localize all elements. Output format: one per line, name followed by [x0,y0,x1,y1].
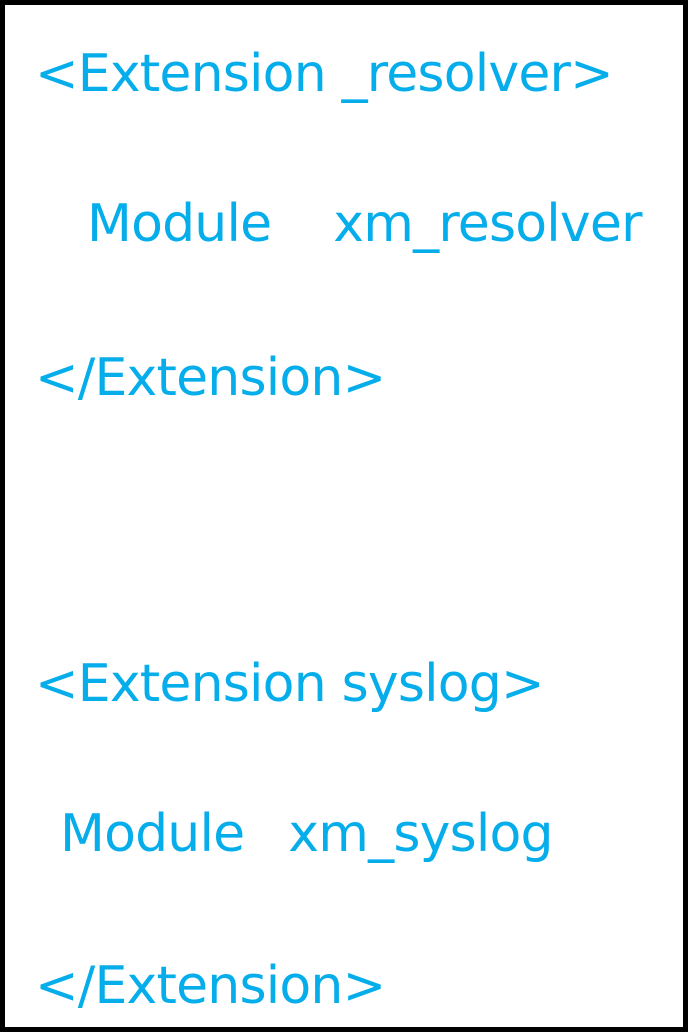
code-line-close-tag-syslog: </Extension> [35,956,386,1016]
directive-value-resolver: xm_resolver [333,194,642,254]
directive-keyword-resolver: Module [87,194,272,254]
directive-value-syslog: xm_syslog [288,804,553,864]
code-line-open-tag-syslog: <Extension syslog> [35,654,545,714]
code-line-close-tag-resolver: </Extension> [35,348,386,408]
code-line-open-tag-resolver: <Extension _resolver> [35,44,614,104]
directive-keyword-syslog: Module [60,804,245,864]
